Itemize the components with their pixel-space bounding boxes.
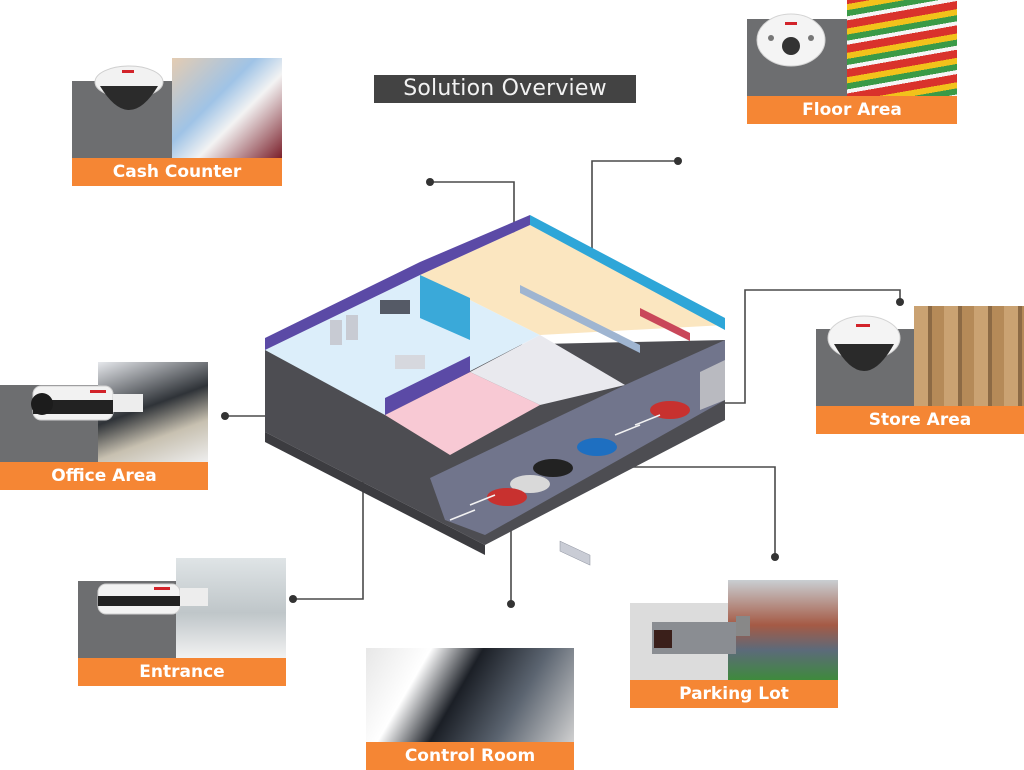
card-label: Floor Area: [747, 96, 957, 124]
cashier-photo: [172, 58, 282, 158]
grocery-floor: [420, 225, 725, 335]
blue-car: [577, 438, 617, 456]
back-wall-blue: [530, 215, 725, 330]
card-label: Store Area: [816, 406, 1024, 434]
card-control-room[interactable]: Control Room: [366, 648, 574, 770]
shoe-store-floor: [470, 335, 625, 405]
grocery-shelves: [520, 285, 690, 353]
connector-dot: [507, 600, 515, 608]
red-car: [650, 401, 690, 419]
parking-lines: [449, 414, 661, 521]
connector-dot: [896, 298, 904, 306]
back-wall-purple-left: [265, 262, 420, 350]
parking-area: [430, 340, 725, 535]
clothing-wall: [385, 356, 470, 415]
connector-dot: [221, 412, 229, 420]
monitoring-room-photo: [366, 648, 574, 742]
card-label: Parking Lot: [630, 680, 838, 708]
supermarket-aisle-photo: [847, 0, 957, 96]
bullet-camera-icon: [97, 583, 208, 615]
card-entrance[interactable]: Entrance: [78, 556, 286, 686]
card-label: Entrance: [78, 658, 286, 686]
dome-camera-icon: [827, 315, 901, 371]
connector-store-area: [716, 289, 901, 404]
card-label: Office Area: [0, 462, 208, 490]
warehouse-photo: [914, 306, 1024, 406]
back-wall-purple: [420, 215, 530, 275]
connector-dot: [674, 157, 682, 165]
card-store-area[interactable]: Store Area: [816, 304, 1024, 434]
black-car: [533, 459, 573, 477]
connector-parking-lot: [592, 466, 776, 557]
clothing-floor: [385, 372, 540, 455]
dome-camera-icon: [94, 65, 164, 110]
bullet-camera-icon: [31, 385, 143, 421]
card-label: Control Room: [366, 742, 574, 770]
electronics-floor: [265, 275, 540, 415]
divider-wall-blue: [420, 275, 470, 340]
fisheye-camera-icon: [756, 13, 826, 67]
connector-dot: [289, 595, 297, 603]
storeroom-wall: [700, 360, 725, 410]
card-cash-counter[interactable]: Cash Counter: [72, 56, 282, 186]
lobby-entrance-photo: [176, 558, 286, 658]
connector-dot: [771, 553, 779, 561]
red-car: [487, 488, 527, 506]
floor-slab-front: [265, 432, 485, 555]
anpr-box-camera-icon: [652, 616, 750, 654]
page-title: Solution Overview: [374, 75, 636, 103]
card-label: Cash Counter: [72, 158, 282, 186]
card-floor-area[interactable]: Floor Area: [747, 0, 957, 124]
white-car: [510, 475, 550, 493]
appliances: [330, 300, 425, 369]
card-office-area[interactable]: Office Area: [0, 360, 208, 490]
grocery-shelf: [559, 540, 591, 566]
connector-dot: [426, 178, 434, 186]
card-parking-lot[interactable]: Parking Lot: [630, 578, 838, 708]
